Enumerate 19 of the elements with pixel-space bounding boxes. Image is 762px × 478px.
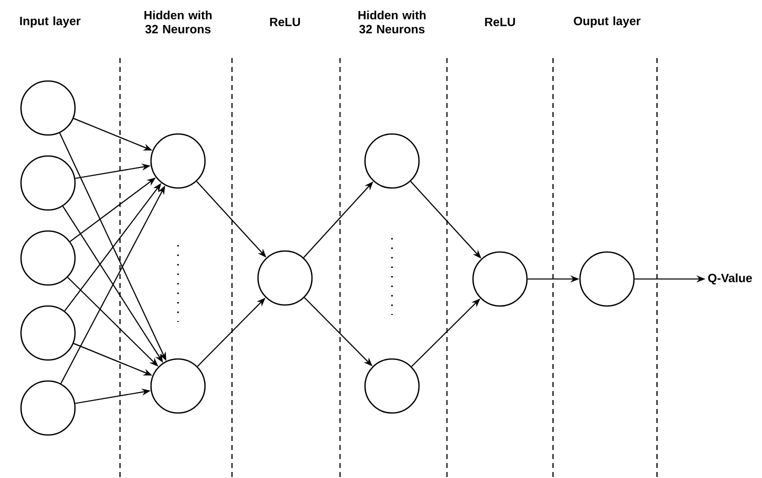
- column-header: Input layer: [20, 16, 80, 28]
- neuron-circle: [579, 251, 635, 307]
- neuron-circle: [150, 133, 206, 189]
- column-header: ReLU: [485, 18, 515, 26]
- neuron-circle: [364, 133, 420, 189]
- neuron-circle: [364, 358, 420, 414]
- column-header: Ouput layer: [574, 16, 640, 28]
- column-header: ReLU: [270, 18, 300, 26]
- neuron-circle: [20, 305, 76, 361]
- neuron-circle: [20, 230, 76, 286]
- neuron-circle: [20, 380, 76, 436]
- neuron-circle: [20, 80, 76, 136]
- column-header: Hidden with 32 Neurons: [358, 10, 426, 34]
- neuron-circle: [150, 358, 206, 414]
- column-header: Hidden with 32 Neurons: [144, 10, 212, 34]
- neuron-circle: [20, 155, 76, 211]
- node-label: Q-Value: [708, 273, 752, 285]
- neuron-circle: [257, 250, 313, 306]
- neuron-circle: [472, 251, 528, 307]
